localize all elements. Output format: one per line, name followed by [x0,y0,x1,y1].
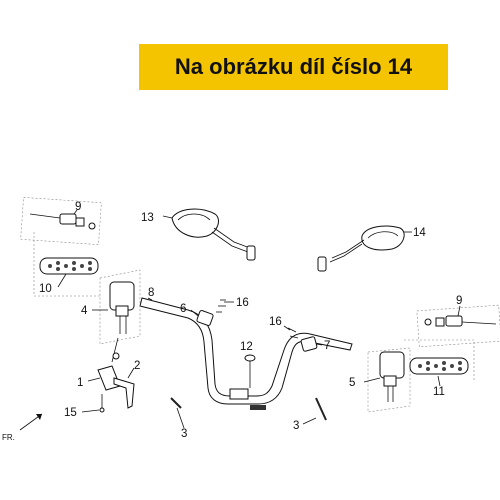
handlebar-bottom-mark [250,405,266,410]
label-7: 7 [324,340,330,352]
label-15: 15 [64,407,77,419]
label-3-right: 3 [293,420,299,432]
label-16-right: 16 [269,316,282,328]
label-12: 12 [240,341,253,353]
label-16-left: 16 [236,297,249,309]
label-9-left: 9 [75,201,81,213]
label-2: 2 [134,360,140,372]
bar-end-right [416,304,500,348]
label-14: 14 [413,227,426,239]
label-11: 11 [433,386,445,398]
label-1: 1 [77,377,83,389]
switch-right [367,347,411,413]
mirror-left [171,208,256,261]
banner-text: Na obrázku díl číslo 14 [174,54,413,79]
center-fitting [244,354,256,388]
handlebar [139,297,353,410]
grip-left [39,257,99,275]
grip-right [409,357,469,375]
label-4: 4 [81,305,88,317]
label-3-left: 3 [181,428,187,440]
cable-ties [170,397,327,421]
label-8: 8 [148,287,154,299]
front-label: FR. [2,433,15,442]
label-10: 10 [39,283,52,295]
clamp-right [287,327,318,352]
front-direction-marker: FR. [2,413,43,442]
switch-left [99,269,141,345]
lever-holder [97,337,135,413]
label-5: 5 [349,377,355,389]
label-13: 13 [141,212,154,224]
clamp-left [196,299,226,326]
part-number-banner: Na obrázku díl číslo 14 [139,44,448,90]
handlebar-clamp-block [229,388,249,400]
bar-end-left [20,197,102,245]
label-9-right: 9 [456,295,462,307]
label-6: 6 [180,303,186,315]
mirror-right [317,225,405,272]
